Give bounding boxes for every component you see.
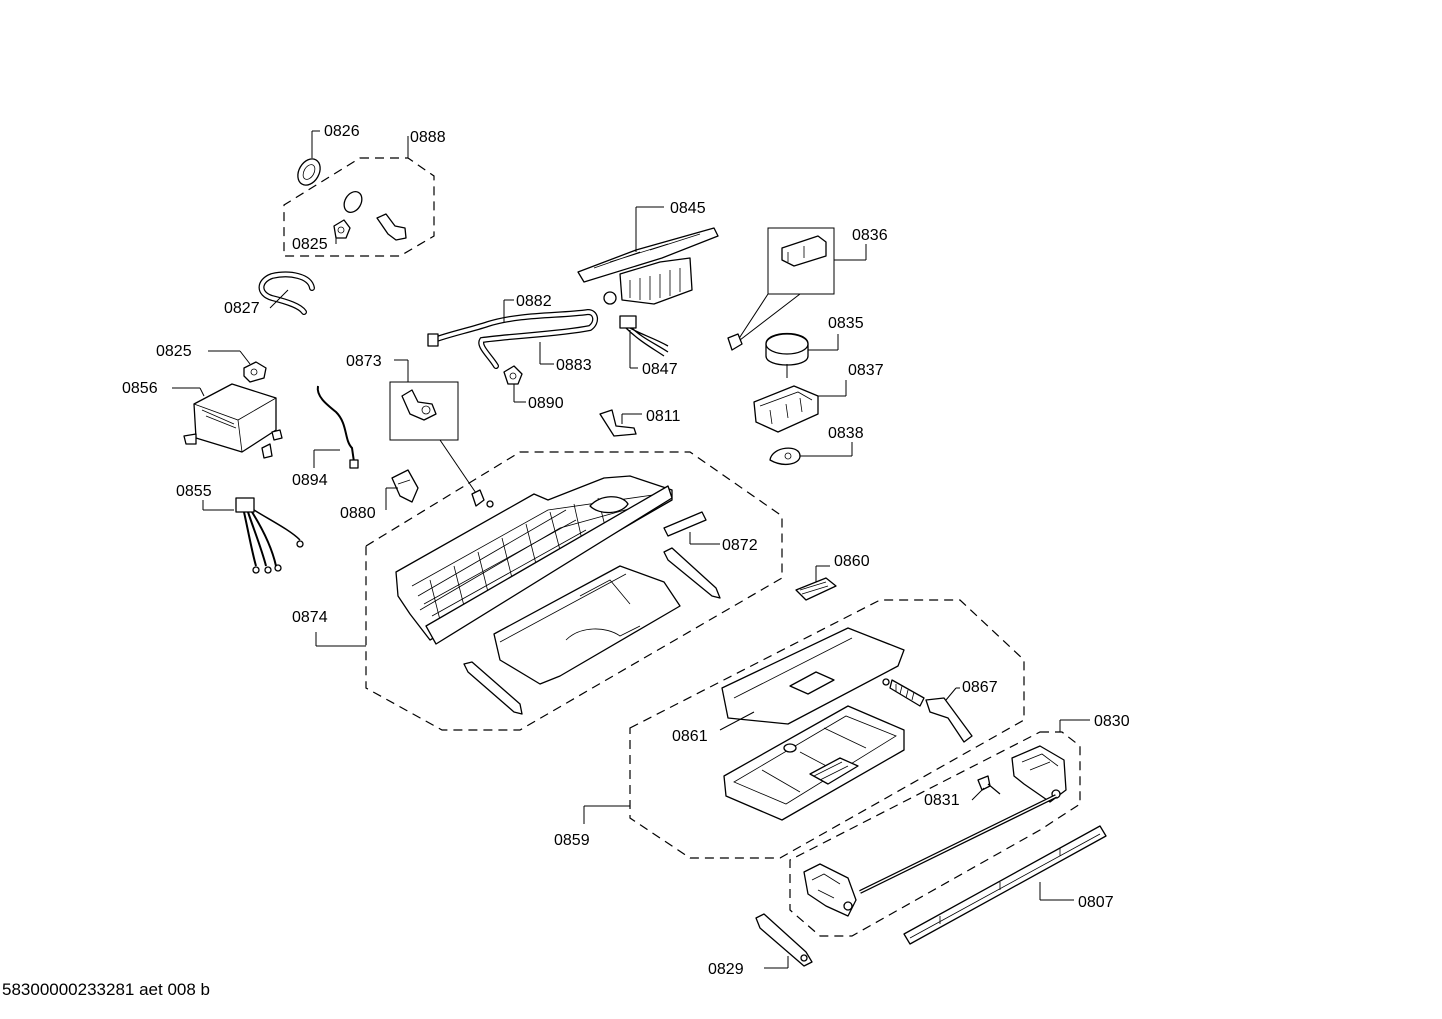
label-0826: 0826 xyxy=(324,123,360,140)
label-0830: 0830 xyxy=(1094,713,1130,730)
part-0825-fitting-left xyxy=(243,361,267,383)
part-0829-lever xyxy=(755,913,813,967)
label-0829: 0829 xyxy=(708,961,744,978)
part-0836-clip-small xyxy=(727,333,743,351)
label-0827: 0827 xyxy=(224,300,260,317)
part-0831-spring xyxy=(977,775,1001,795)
part-0874-lever-right xyxy=(663,547,721,599)
part-0873-fitting xyxy=(471,489,494,508)
part-0811-bracket xyxy=(599,409,637,437)
part-0807-bar xyxy=(903,825,1107,945)
group-0874-dashed-outline xyxy=(365,451,783,731)
part-0874-tray xyxy=(493,565,681,685)
part-0827-tube xyxy=(258,271,315,315)
group-0859-dashed-outline xyxy=(629,599,1025,859)
part-0835-motor xyxy=(765,332,809,378)
part-0838-cap xyxy=(769,447,801,466)
part-0855-wire-harness xyxy=(235,497,304,574)
label-0880: 0880 xyxy=(340,505,376,522)
label-0825-left: 0825 xyxy=(156,343,192,360)
part-0845-control-module xyxy=(577,227,719,305)
label-0838: 0838 xyxy=(828,425,864,442)
part-0880-clip xyxy=(391,469,419,503)
group-0888-dashed-outline xyxy=(283,157,435,257)
label-0860: 0860 xyxy=(834,553,870,570)
label-0855: 0855 xyxy=(176,483,212,500)
label-0888: 0888 xyxy=(410,129,446,146)
label-0837: 0837 xyxy=(848,362,884,379)
label-0861: 0861 xyxy=(672,728,708,745)
document-code: 58300000233281 aet 008 b xyxy=(2,980,210,999)
label-0836: 0836 xyxy=(852,227,888,244)
part-0847-connector xyxy=(619,315,669,357)
label-0882: 0882 xyxy=(516,293,552,310)
label-0807: 0807 xyxy=(1078,894,1114,911)
part-0882-hose xyxy=(427,308,598,369)
label-0867: 0867 xyxy=(962,679,998,696)
label-0872: 0872 xyxy=(722,537,758,554)
label-0883: 0883 xyxy=(556,357,592,374)
inset-0836-box xyxy=(737,227,835,341)
label-0859: 0859 xyxy=(554,832,590,849)
part-0888-bracket xyxy=(376,213,407,241)
label-0835: 0835 xyxy=(828,315,864,332)
label-0847: 0847 xyxy=(642,361,678,378)
label-0890: 0890 xyxy=(528,395,564,412)
label-0894: 0894 xyxy=(292,472,328,489)
part-0874-frame xyxy=(395,475,673,645)
label-0845: 0845 xyxy=(670,200,706,217)
part-0872-label-plate xyxy=(663,511,707,537)
label-0873: 0873 xyxy=(346,353,382,370)
part-0825-fitting-top xyxy=(333,219,351,239)
part-0826-ring xyxy=(297,158,321,186)
part-0867-valve xyxy=(882,678,973,743)
label-0811: 0811 xyxy=(646,408,681,425)
part-0859-container xyxy=(723,705,905,821)
part-0861-cover xyxy=(721,627,905,725)
label-0825-top: 0825 xyxy=(292,236,328,253)
part-0890-fitting xyxy=(503,365,523,385)
group-0830-dashed-outline xyxy=(789,731,1081,937)
part-0830-rod xyxy=(859,794,1057,894)
part-0856-housing xyxy=(183,383,283,459)
part-0888-ring xyxy=(343,191,363,213)
label-0856: 0856 xyxy=(122,380,158,397)
part-0874-lever-left xyxy=(463,661,523,715)
part-0830-hinge-left xyxy=(803,863,857,917)
label-0874: 0874 xyxy=(292,609,328,626)
part-0837-holder xyxy=(753,385,819,433)
part-0894-wire xyxy=(316,385,359,469)
inset-0873-box xyxy=(389,381,479,497)
labels: 0826 0888 0825 0827 0845 0836 0882 0883 … xyxy=(122,123,1130,978)
label-0831: 0831 xyxy=(924,792,960,809)
part-0830-hinge-right xyxy=(1011,745,1067,803)
